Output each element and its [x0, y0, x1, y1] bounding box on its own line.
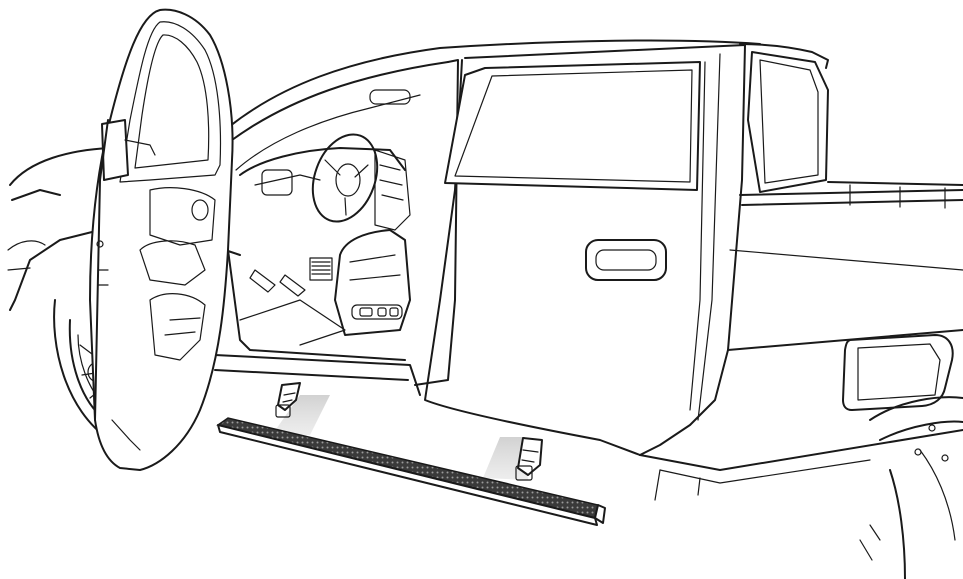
power-running-board — [216, 382, 606, 526]
step-surface — [216, 417, 599, 519]
cab-interior — [239, 133, 411, 346]
open-front-door — [89, 8, 234, 471]
door-handle — [585, 239, 667, 281]
step-bracket-rear — [515, 437, 543, 481]
driver-seat — [334, 229, 411, 336]
truck-body — [7, 39, 963, 579]
steering-wheel — [311, 133, 379, 223]
courtesy-light-beams — [272, 395, 528, 480]
step-bracket-front — [275, 382, 301, 418]
light-beam-rear — [483, 437, 528, 480]
truck-bed — [727, 181, 963, 411]
rear-wheel — [859, 396, 963, 579]
light-beam-front — [272, 395, 330, 435]
